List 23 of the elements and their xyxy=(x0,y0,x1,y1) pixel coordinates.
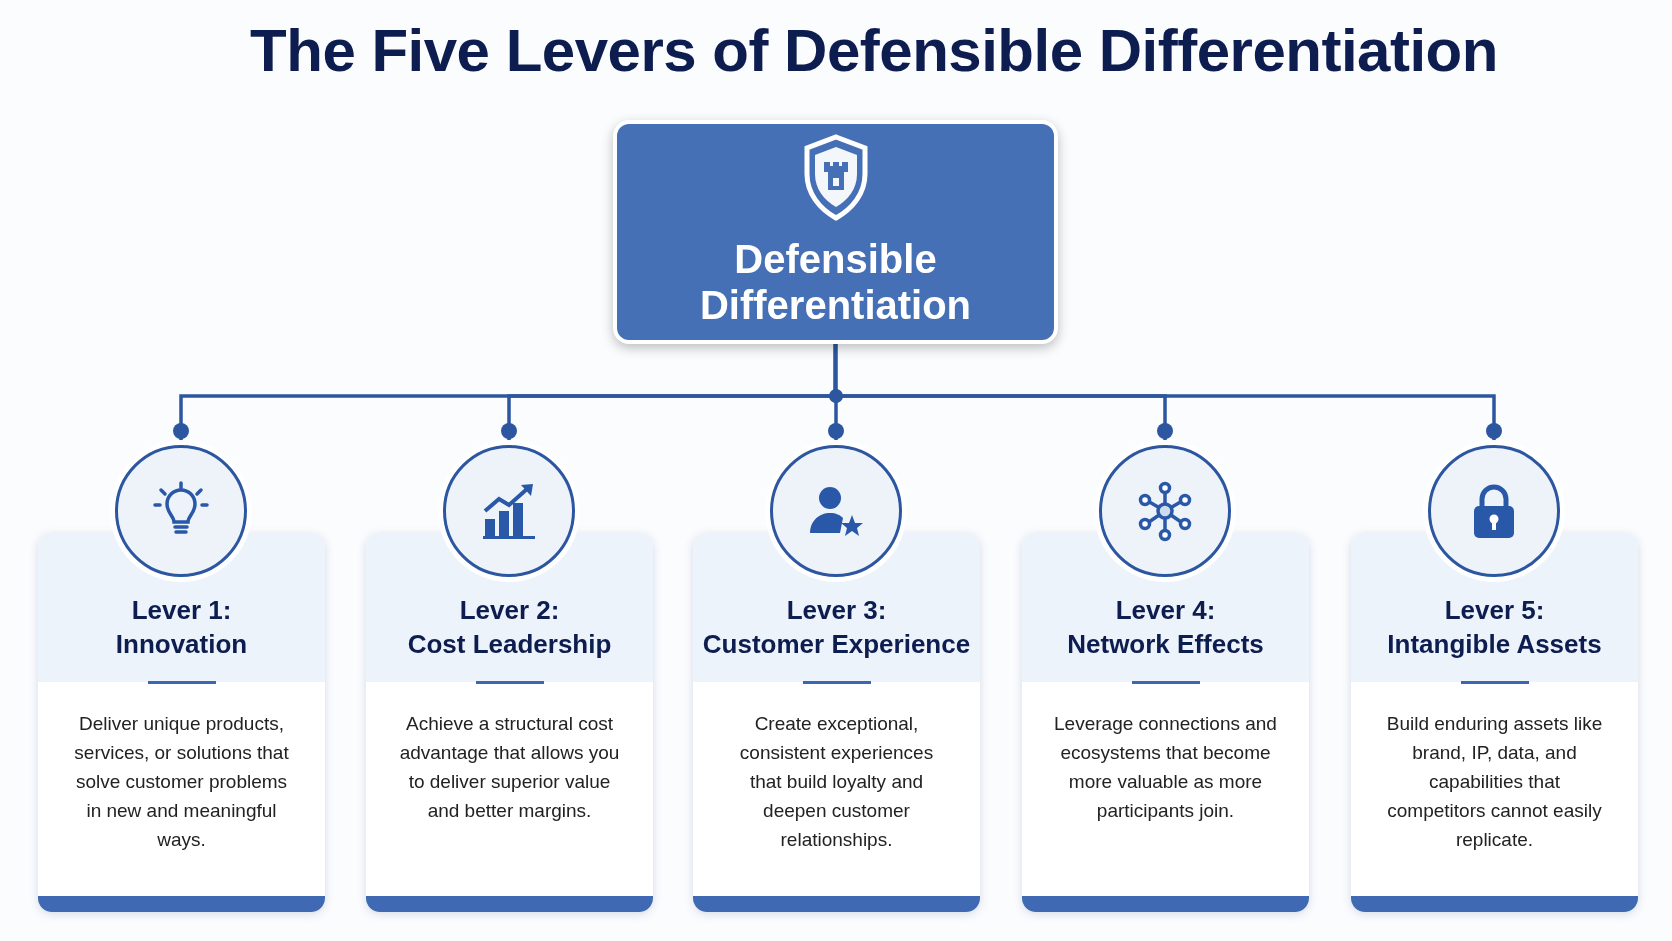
lever-title: Cost Leadership xyxy=(406,629,613,660)
lever-title: Customer Experience xyxy=(701,629,972,660)
lever-description: Leverage connections and ecosystems that become more valuable as more participants join. xyxy=(1053,712,1278,823)
lever-card xyxy=(693,533,980,912)
title: The Five Levers of Defensible Differentiation xyxy=(249,16,1499,85)
lever-title: Network Effects xyxy=(1066,629,1265,660)
lever-number: Lever 3: xyxy=(785,595,888,626)
lever-description: Deliver unique products, services, or solutions that solve customer problems in new and meaningful ways. xyxy=(73,712,290,852)
lever-title: Innovation xyxy=(114,629,249,660)
lever-card xyxy=(38,533,325,912)
lever-description: Create exceptional, consistent experiences that build loyalty and deepen customer relationships. xyxy=(738,712,935,852)
lever-card xyxy=(1022,533,1309,912)
lever-description: Achieve a structural cost advantage that allows you to deliver superior value and better margins. xyxy=(398,712,621,823)
lever-card xyxy=(1351,533,1638,912)
central-title: Defensible Differentiation xyxy=(698,236,973,328)
lever-number: Lever 1: xyxy=(130,595,233,626)
lever-card xyxy=(366,533,653,912)
lever-title: Intangible Assets xyxy=(1386,629,1603,660)
lever-description: Build enduring assets like brand, IP, data, and capabilities that competitors cannot easily replicate. xyxy=(1385,712,1604,852)
central-box xyxy=(613,120,1058,344)
lever-number: Lever 2: xyxy=(458,595,561,626)
lever-number: Lever 5: xyxy=(1443,595,1546,626)
lever-number: Lever 4: xyxy=(1114,595,1217,626)
